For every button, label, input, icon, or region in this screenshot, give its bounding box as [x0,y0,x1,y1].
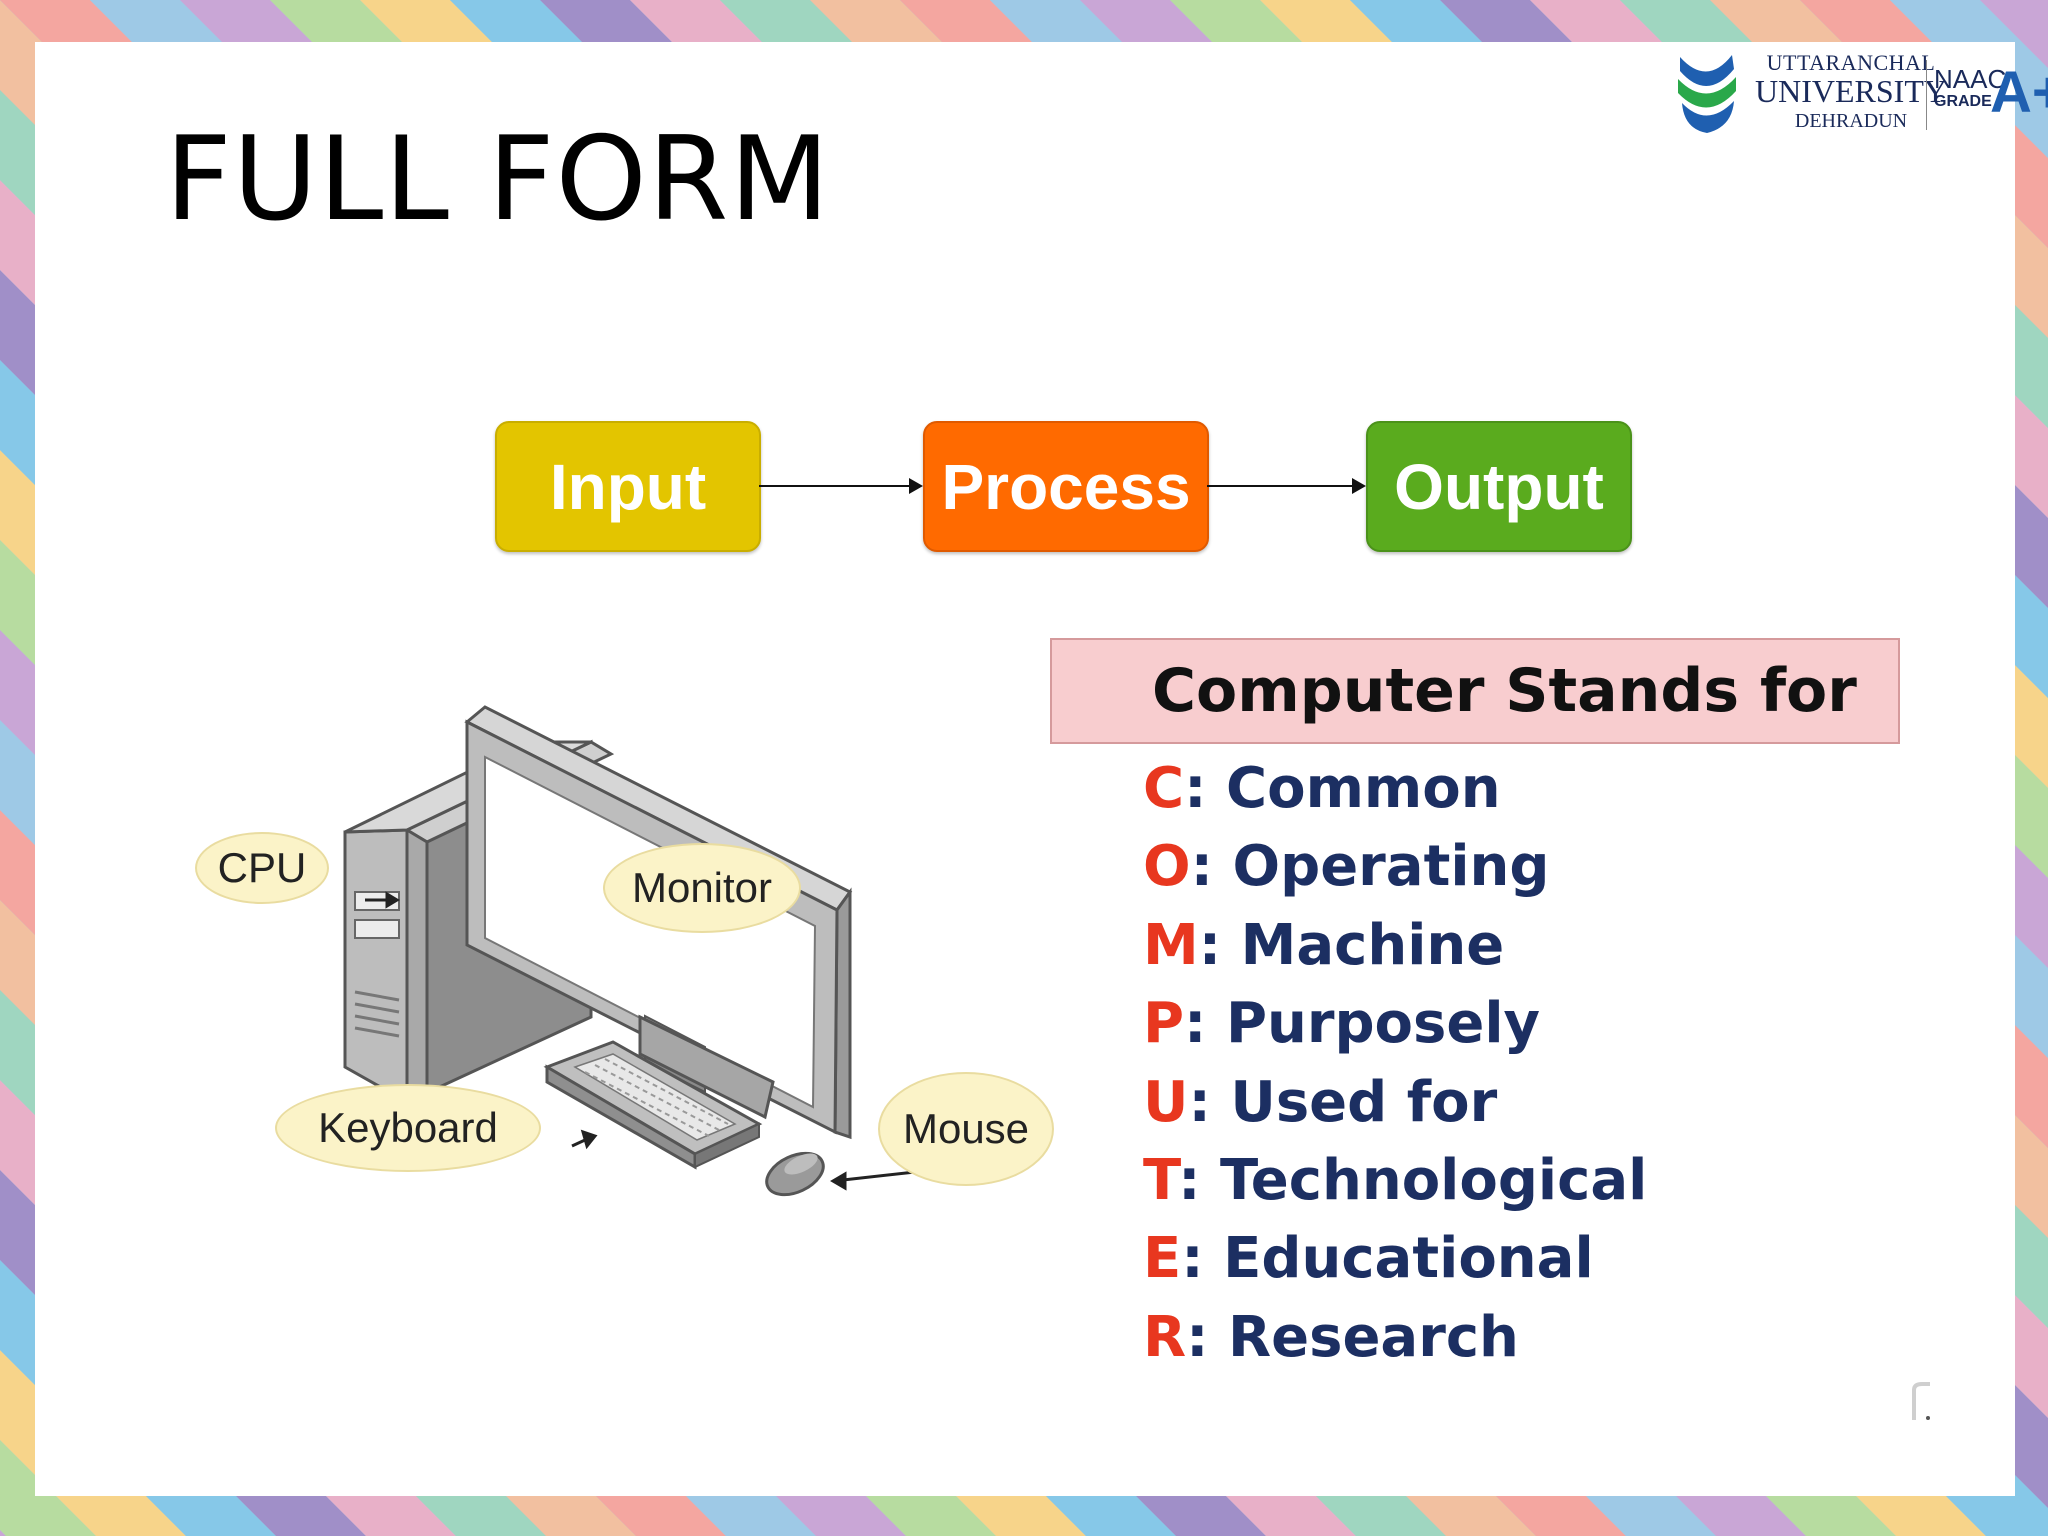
flow-step-process: Process [923,421,1209,552]
callout-keyboard: Keyboard [275,1084,541,1172]
mouse-icon [765,1151,825,1197]
acronym-word: : Used for [1188,1069,1498,1135]
logo-line-3: DEHRADUN [1794,110,1908,132]
naac-text: NAAC [1934,64,2007,94]
acronym-letter: R [1143,1304,1187,1370]
acronym-letter: T [1143,1147,1179,1213]
slide-title: FULL FORM [165,112,831,247]
stands-for-heading: Computer Stands for [1050,638,1900,744]
flow-step-input: Input [495,421,761,552]
acronym-item-u: U: Used for [1143,1068,1647,1146]
decorative-stripe [1980,0,2048,68]
logo-line-2: UNIVERSITY [1755,73,1947,109]
acronym-word: : Operating [1190,834,1550,900]
slide-canvas: FULL FORM UTTARANCHAL UNIVERSITY DEHRADU… [35,42,2048,1496]
acronym-item-o: O: Operating [1143,832,1647,910]
acronym-item-r: R: Research [1143,1303,1647,1381]
naac-grade: A+ [1990,60,2048,125]
university-emblem-icon [1678,55,1736,133]
acronym-letter: P [1143,991,1185,1057]
acronym-letter: O [1143,834,1191,900]
keyboard-icon [543,1040,763,1170]
university-name: UTTARANCHAL UNIVERSITY DEHRADUN [1755,50,1947,132]
logo-line-1: UTTARANCHAL [1766,50,1936,75]
acronym-word: : Machine [1198,912,1505,978]
acronym-letter: M [1143,912,1199,978]
acronym-item-t: T: Technological [1143,1146,1647,1224]
acronym-word: : Research [1186,1304,1519,1370]
flow-step-output: Output [1366,421,1632,552]
flow-arrow-2 [1207,478,1366,494]
acronym-item-m: M: Machine [1143,911,1647,989]
acronym-word: : Purposely [1184,991,1541,1057]
acronym-item-e: E: Educational [1143,1224,1647,1302]
acronym-list: C: Common O: Operating M: Machine P: Pur… [1143,754,1647,1381]
logo-divider [1926,60,1927,130]
acronym-word: : Common [1184,756,1501,821]
corner-glyph-icon [1912,1382,1930,1420]
acronym-item-c: C: Common [1143,754,1647,832]
callout-arrows [365,891,916,1191]
flow-arrow-1 [759,478,923,494]
acronym-word: : Technological [1178,1147,1648,1213]
acronym-letter: U [1143,1069,1189,1135]
callout-monitor: Monitor [603,843,801,933]
callout-mouse: Mouse [878,1072,1054,1186]
acronym-item-p: P: Purposely [1143,989,1647,1067]
university-logo: UTTARANCHAL UNIVERSITY DEHRADUN NAAC GRA… [1652,42,2048,162]
grade-label: GRADE [1934,93,1992,110]
callout-cpu: CPU [195,832,329,904]
acronym-letter: E [1143,1226,1182,1292]
acronym-word: : Educational [1181,1226,1594,1292]
naac-label: NAAC GRADE [1934,66,2006,110]
acronym-letter: C [1143,756,1185,821]
